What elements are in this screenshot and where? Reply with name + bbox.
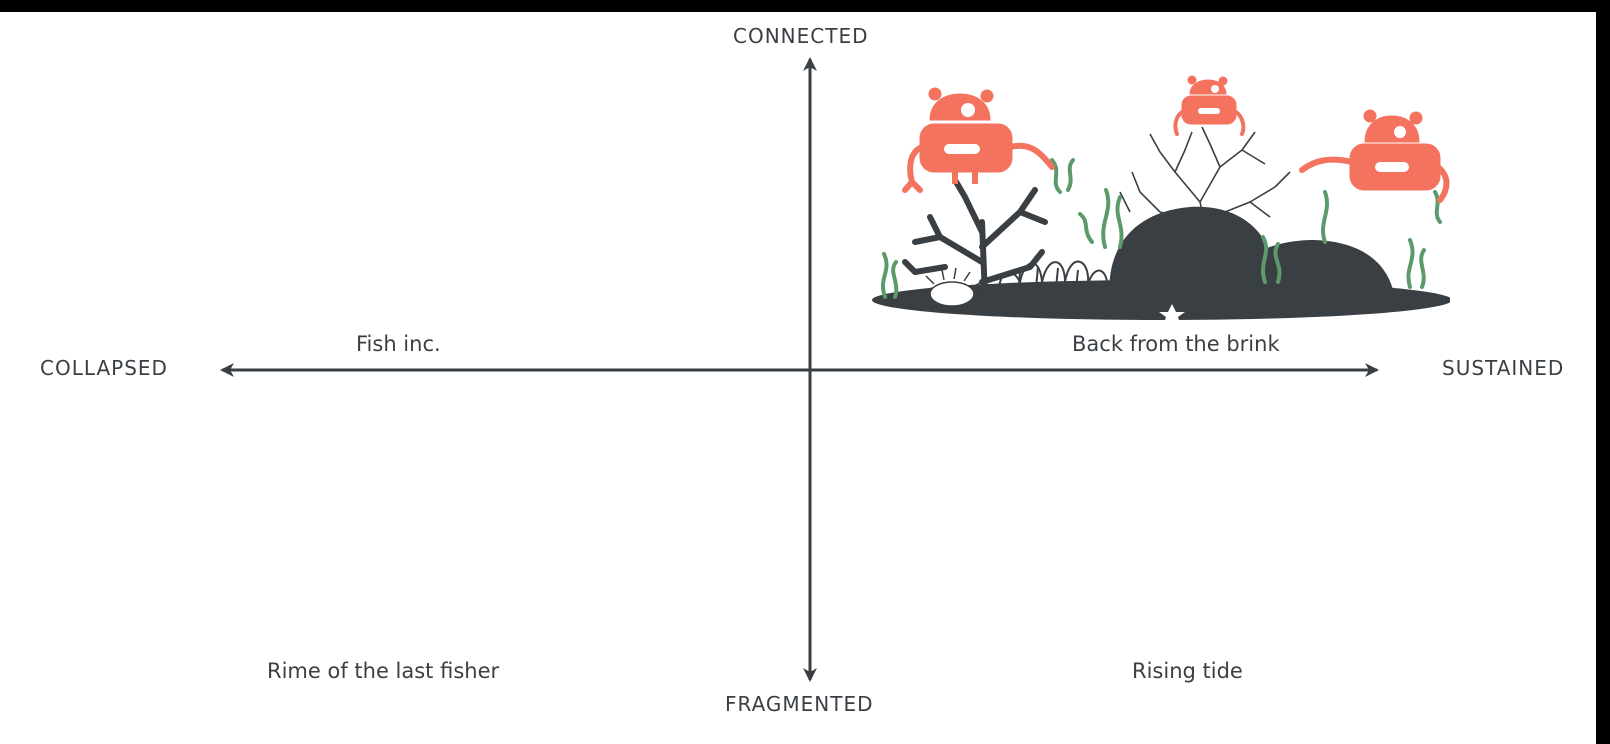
axis-label-fragmented: FRAGMENTED: [725, 692, 874, 716]
starfish-icon: [1159, 304, 1185, 326]
robot-icon: [1299, 109, 1450, 203]
axis-label-sustained: SUSTAINED: [1442, 356, 1565, 380]
rock-icon: [872, 206, 1450, 320]
axes: [220, 57, 1379, 682]
axis-label-connected: CONNECTED: [733, 24, 869, 48]
robot-icon: [1173, 75, 1246, 136]
scenario-matrix: CONNECTED FRAGMENTED COLLAPSED SUSTAINED…: [0, 12, 1596, 744]
coral-icon: [902, 177, 1048, 300]
robot-icon: [902, 87, 1055, 193]
coral-icon: [1119, 126, 1291, 248]
scenario-fish-inc: Fish inc.: [356, 332, 441, 356]
scenario-back-from-the-brink: Back from the brink: [1072, 332, 1280, 356]
axis-label-collapsed: COLLAPSED: [40, 356, 168, 380]
scenario-rising-tide: Rising tide: [1132, 659, 1243, 683]
coral-icon: [998, 260, 1110, 299]
scenario-rime-of-the-last-fisher: Rime of the last fisher: [267, 659, 500, 683]
sea-urchin-icon: [920, 267, 984, 307]
seaweed-icon: [881, 158, 1442, 299]
reef-illustration: [872, 75, 1450, 326]
